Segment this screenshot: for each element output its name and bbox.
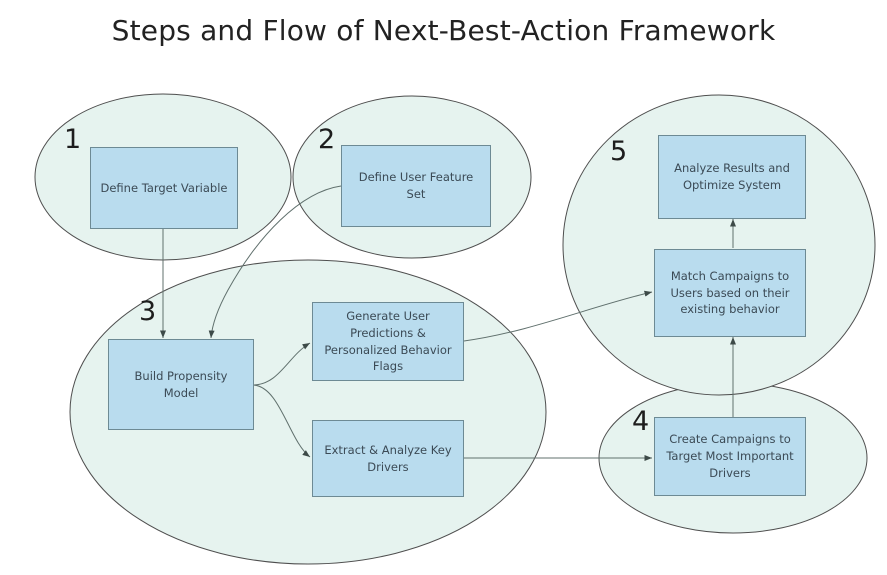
edge-build-model-to-extract-drivers [252, 384, 311, 458]
node-extract-analyze-key-drivers[interactable]: Extract & Analyze Key Drivers [312, 420, 464, 497]
node-define-user-feature-set[interactable]: Define User Feature Set [341, 145, 491, 227]
node-match-campaigns[interactable]: Match Campaigns to Users based on their … [654, 249, 806, 337]
cluster-number-1: 1 [64, 124, 82, 155]
cluster-number-3: 3 [139, 296, 157, 327]
node-define-target-variable[interactable]: Define Target Variable [90, 147, 238, 229]
cluster-number-2: 2 [318, 124, 336, 155]
node-analyze-results[interactable]: Analyze Results and Optimize System [658, 135, 806, 219]
edge-build-model-to-generate-predictions [252, 342, 311, 386]
edge-define-features-to-build-model [208, 185, 342, 339]
cluster-number-4: 4 [632, 406, 650, 437]
cluster-number-5: 5 [610, 136, 628, 167]
node-generate-user-predictions[interactable]: Generate User Predictions & Personalized… [312, 302, 464, 381]
edge-generate-predictions-to-match-campaigns [463, 290, 653, 342]
page-title: Steps and Flow of Next-Best-Action Frame… [111, 14, 776, 47]
node-create-campaigns[interactable]: Create Campaigns to Target Most Importan… [654, 417, 806, 496]
node-build-propensity-model[interactable]: Build Propensity Model [108, 339, 254, 430]
